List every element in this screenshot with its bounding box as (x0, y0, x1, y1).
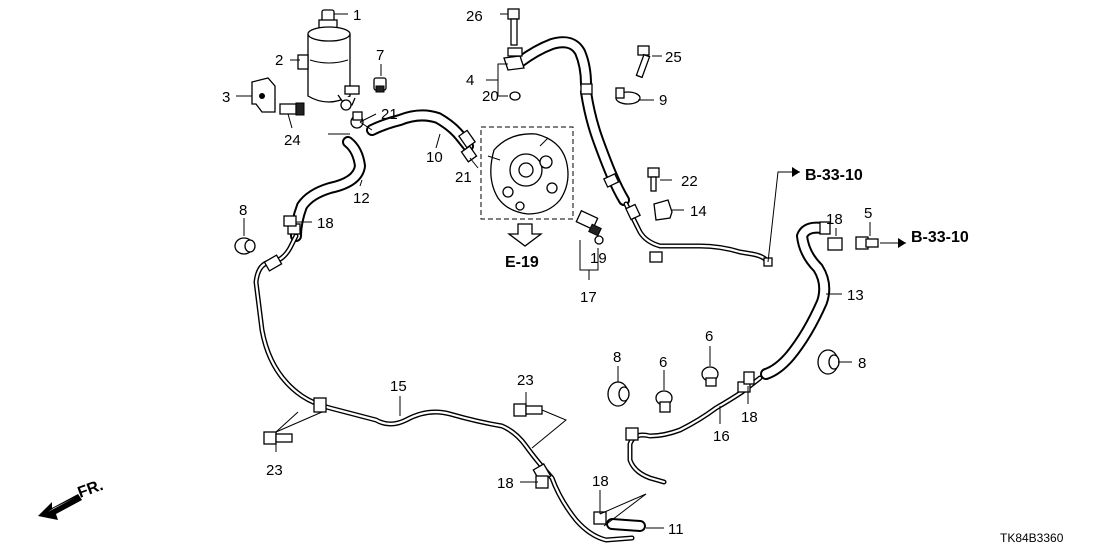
reservoir-assembly (297, 9, 360, 111)
fitting-17 (575, 209, 604, 245)
clip-7 (373, 77, 387, 93)
reference-b3310-right: B-33-10 (911, 229, 969, 246)
clamp-21-lower (457, 129, 478, 163)
callout-5: 5 (864, 205, 872, 222)
callout-6-right: 6 (705, 328, 713, 345)
bolt-24 (279, 102, 305, 116)
bolt-26 (507, 8, 520, 46)
reference-labels: B-33-10 B-33-10 E-19 FR. TK84B3360 (76, 167, 1064, 545)
callout-21-upper: 21 (381, 106, 398, 123)
callout-23-middle: 23 (517, 372, 534, 389)
power-steering-pump (480, 126, 574, 220)
leader-lines (236, 13, 906, 529)
callout-19: 19 (590, 250, 607, 267)
callout-25: 25 (665, 49, 682, 66)
e19-arrow (507, 223, 543, 247)
callout-14: 14 (690, 203, 707, 220)
front-direction-arrow (38, 494, 82, 520)
b3310-right-pointer (898, 238, 906, 248)
reference-b3310-upper: B-33-10 (805, 167, 863, 184)
b3310-upper-pointer (792, 167, 800, 177)
callout-24: 24 (284, 132, 301, 149)
bolt-23-middle (513, 403, 543, 417)
callout-1: 1 (353, 7, 361, 24)
bolt-23-left (263, 431, 293, 445)
bolt-25 (635, 45, 651, 79)
callout-11: 11 (668, 521, 684, 538)
hose-13 (760, 221, 831, 380)
hose-clamp-9 (615, 87, 641, 105)
hose-10 (366, 109, 474, 152)
callout-8-left: 8 (239, 202, 247, 219)
bolt-22 (647, 167, 660, 192)
callout-18-left: 18 (317, 215, 334, 232)
clamp-18-right (743, 371, 755, 385)
front-direction-label: FR. (76, 477, 106, 502)
callout-6-middle: 6 (659, 354, 667, 371)
callout-4: 4 (466, 72, 474, 89)
clamp-6-middle (655, 390, 673, 413)
bracket-14 (653, 199, 673, 221)
reservoir-mount-tab (297, 54, 309, 70)
pipe-15 (253, 223, 635, 543)
callout-18-right: 18 (741, 409, 758, 426)
callout-18-lower: 18 (592, 473, 609, 490)
callout-8-right: 8 (858, 355, 866, 372)
clamp-18-left (283, 215, 297, 227)
clamp-6-right (701, 366, 719, 387)
clamp-8-left (234, 237, 256, 255)
callout-20: 20 (482, 88, 499, 105)
callout-9: 9 (659, 92, 667, 109)
reservoir-outlet (344, 85, 360, 95)
callout-15: 15 (390, 378, 407, 395)
callout-3: 3 (222, 89, 230, 106)
pressure-fitting-4 (503, 47, 525, 101)
reference-e19: E-19 (505, 254, 539, 271)
pressure-hose-upper (514, 36, 592, 90)
callout-21-lower: 21 (455, 169, 472, 186)
callout-23-left: 23 (266, 462, 283, 479)
callout-18-lower-left: 18 (497, 475, 514, 492)
clamp-8-middle (607, 381, 630, 407)
callout-10: 10 (426, 149, 443, 166)
callout-numbers: 1 2 3 4 5 6 6 7 8 8 8 9 10 11 12 13 14 1… (222, 7, 872, 538)
callout-12: 12 (353, 190, 370, 207)
diagram-code: TK84B3360 (1000, 531, 1064, 545)
callout-22: 22 (681, 173, 698, 190)
callout-7: 7 (376, 47, 384, 64)
return-pipe-14 (623, 201, 773, 267)
return-hose (580, 83, 630, 206)
pipe-16 (625, 375, 763, 485)
hose-12 (290, 136, 366, 242)
callout-2: 2 (275, 52, 283, 69)
fitting-5 (855, 236, 879, 250)
clamp-8-right (817, 349, 840, 375)
callout-13: 13 (847, 287, 864, 304)
callout-18-upper-right: 18 (826, 211, 843, 228)
callout-17: 17 (580, 289, 597, 306)
clamp-21-upper (350, 111, 364, 129)
callout-26: 26 (466, 8, 483, 25)
callout-8-middle: 8 (613, 349, 621, 366)
reservoir-bracket (251, 77, 276, 113)
callout-16: 16 (713, 428, 730, 445)
hose-11 (593, 511, 646, 532)
clamp-18-upper-right (827, 237, 843, 251)
